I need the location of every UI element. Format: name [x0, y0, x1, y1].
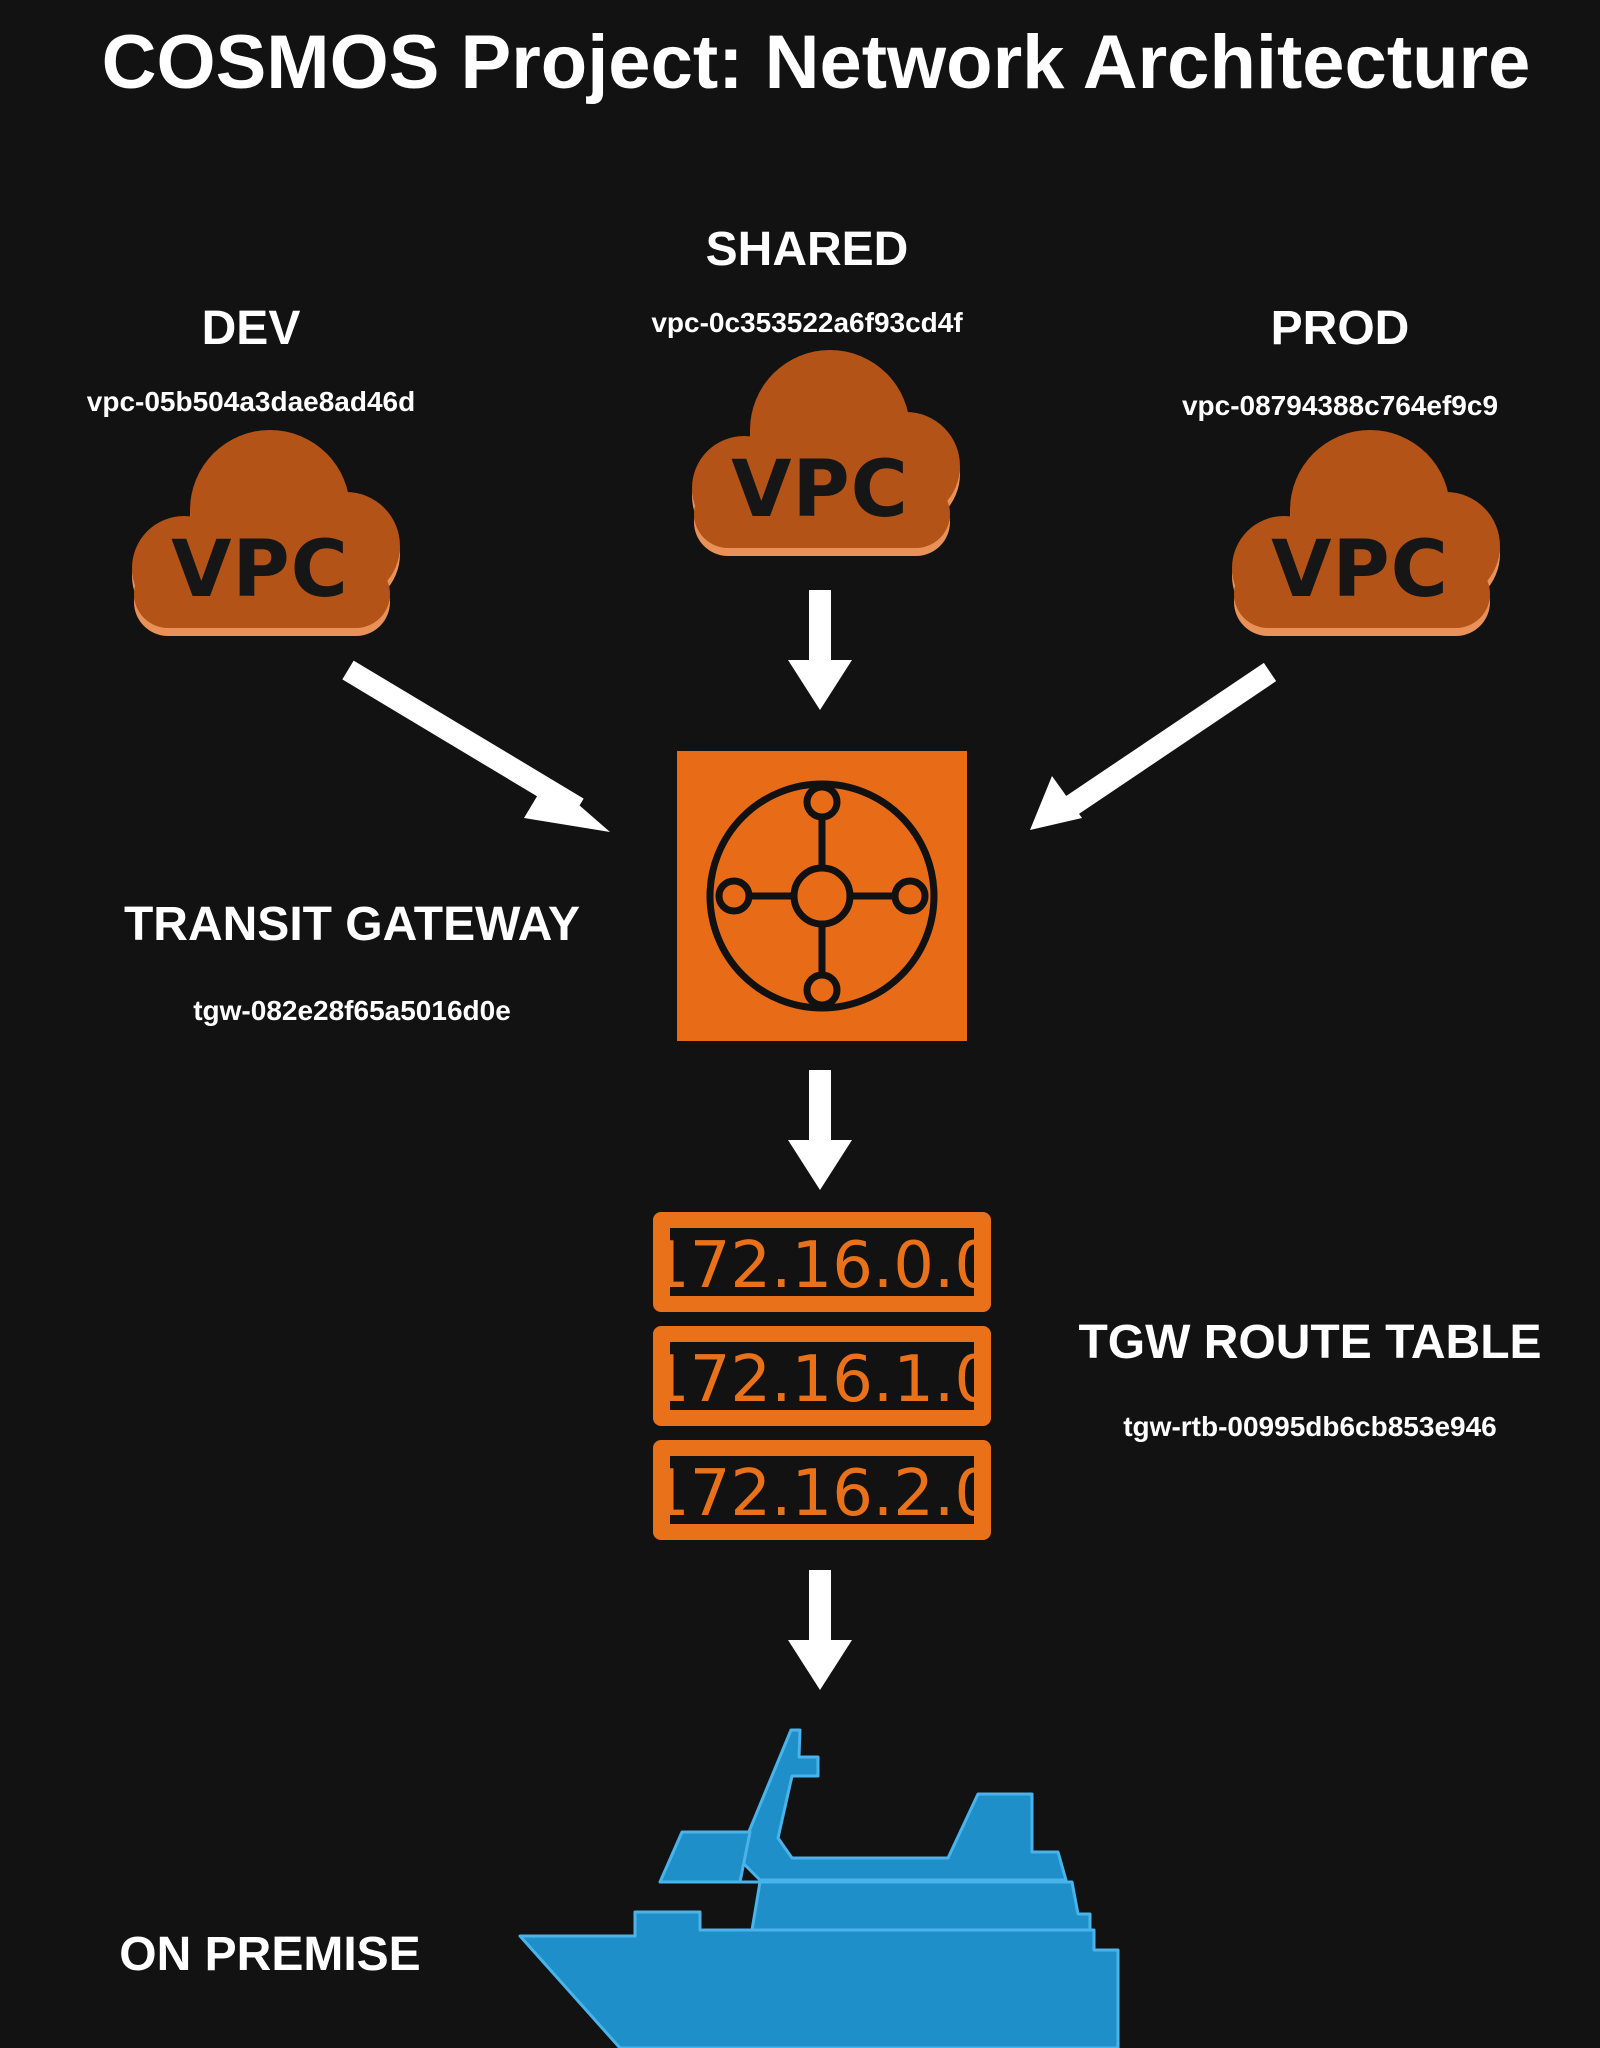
transit-gateway-id: tgw-082e28f65a5016d0e: [193, 995, 511, 1026]
route-entry: 172.16.2.0: [649, 1440, 995, 1540]
vpc-shared-id: vpc-0c353522a6f93cd4f: [651, 307, 963, 338]
vpc-dev-id: vpc-05b504a3dae8ad46d: [87, 386, 415, 417]
vpc-shared-label: SHARED: [706, 223, 909, 276]
route-table-icon: 172.16.0.0 172.16.1.0 172.16.2.0: [649, 1212, 995, 1540]
arrow-gateway-to-route-table: [788, 1070, 852, 1190]
route-entry: 172.16.0.0: [649, 1212, 995, 1312]
route-entry-cidr: 172.16.0.0: [649, 1229, 995, 1303]
arrow-route-table-to-on-premise: [788, 1570, 852, 1690]
route-table-label: TGW ROUTE TABLE: [1078, 1316, 1541, 1369]
transit-gateway-label: TRANSIT GATEWAY: [124, 898, 580, 951]
vpc-shared-node: SHARED vpc-0c353522a6f93cd4f VPC: [651, 223, 963, 556]
vpc-dev-label: DEV: [202, 302, 301, 355]
arrow-shared-to-gateway: [788, 590, 852, 710]
cloud-vpc-icon: VPC: [1232, 430, 1500, 636]
vpc-icon-text: VPC: [731, 445, 909, 535]
arrow-dev-to-gateway: [342, 660, 610, 832]
cloud-vpc-icon: VPC: [132, 430, 400, 636]
on-premise-label: ON PREMISE: [119, 1928, 420, 1981]
ship-icon: [518, 1728, 1120, 2048]
vpc-icon-text: VPC: [171, 525, 349, 615]
vpc-prod-label: PROD: [1271, 302, 1410, 355]
transit-gateway-hub-icon: [677, 751, 967, 1041]
route-entry-cidr: 172.16.2.0: [649, 1457, 995, 1531]
vpc-dev-node: DEV vpc-05b504a3dae8ad46d VPC: [87, 302, 415, 636]
page-title: COSMOS Project: Network Architecture: [102, 20, 1531, 105]
route-table-id: tgw-rtb-00995db6cb853e946: [1123, 1411, 1497, 1442]
arrow-prod-to-gateway: [1030, 662, 1277, 830]
vpc-icon-text: VPC: [1271, 525, 1449, 615]
route-entry: 172.16.1.0: [649, 1326, 995, 1426]
vpc-prod-id: vpc-08794388c764ef9c9: [1182, 390, 1498, 421]
vpc-prod-node: PROD vpc-08794388c764ef9c9 VPC: [1182, 302, 1500, 636]
cloud-vpc-icon: VPC: [692, 350, 960, 556]
route-entry-cidr: 172.16.1.0: [649, 1343, 995, 1417]
